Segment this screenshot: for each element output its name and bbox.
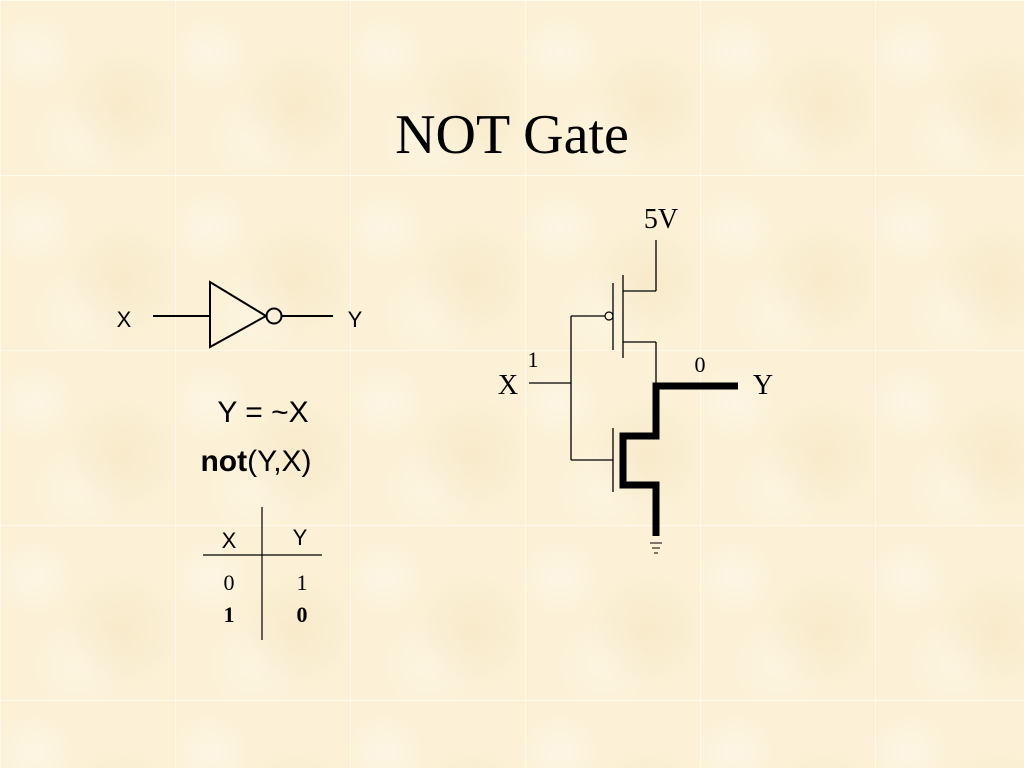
input-wiring — [529, 315, 613, 461]
truth-table: X Y 0 1 1 0 — [203, 507, 322, 640]
boolean-expression: Y = ~X not(Y,X) — [200, 396, 311, 478]
pmos-transistor — [612, 275, 657, 385]
verilog-args: (Y,X) — [247, 445, 311, 478]
equation-text: Y = ~X — [217, 396, 308, 429]
truth-table-header-x: X — [222, 528, 237, 553]
truth-table-cell: 0 — [224, 570, 235, 595]
ground-icon — [650, 542, 662, 554]
circuit-output-value: 0 — [695, 352, 706, 377]
not-gate-symbol: X Y — [117, 280, 363, 349]
circuit-input-value: 1 — [528, 347, 539, 372]
inversion-bubble-icon — [265, 307, 283, 325]
verilog-statement: not(Y,X) — [200, 445, 311, 478]
circuit-input-label: X — [498, 370, 518, 401]
verilog-keyword: not — [200, 445, 247, 478]
cmos-inverter-circuit: 5V X 1 0 Y — [498, 204, 773, 554]
buffer-triangle-icon — [209, 280, 268, 349]
truth-table-cell: 1 — [297, 570, 308, 595]
gate-input-label: X — [117, 307, 132, 332]
pmos-gate-bubble-icon — [604, 311, 614, 321]
truth-table-header-y: Y — [293, 525, 308, 550]
truth-table-cell: 0 — [297, 602, 308, 627]
slide-title: NOT Gate — [395, 104, 629, 166]
active-conduction-path — [619, 382, 738, 536]
gate-output-label: Y — [348, 307, 363, 332]
circuit-output-label: Y — [753, 370, 773, 401]
truth-table-cell: 1 — [224, 602, 235, 627]
supply-voltage-label: 5V — [644, 204, 678, 235]
